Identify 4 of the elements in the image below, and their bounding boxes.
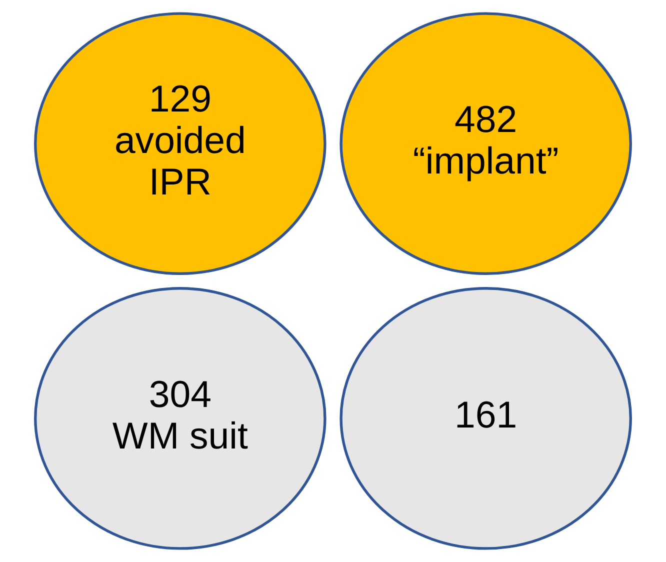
node-ellipse: 129 avoided IPR — [34, 12, 326, 275]
node-ellipse: 482 “implant” — [340, 12, 632, 275]
node-ellipse: 304 WM suit — [34, 287, 326, 550]
node-ellipse: 161 — [340, 287, 632, 550]
